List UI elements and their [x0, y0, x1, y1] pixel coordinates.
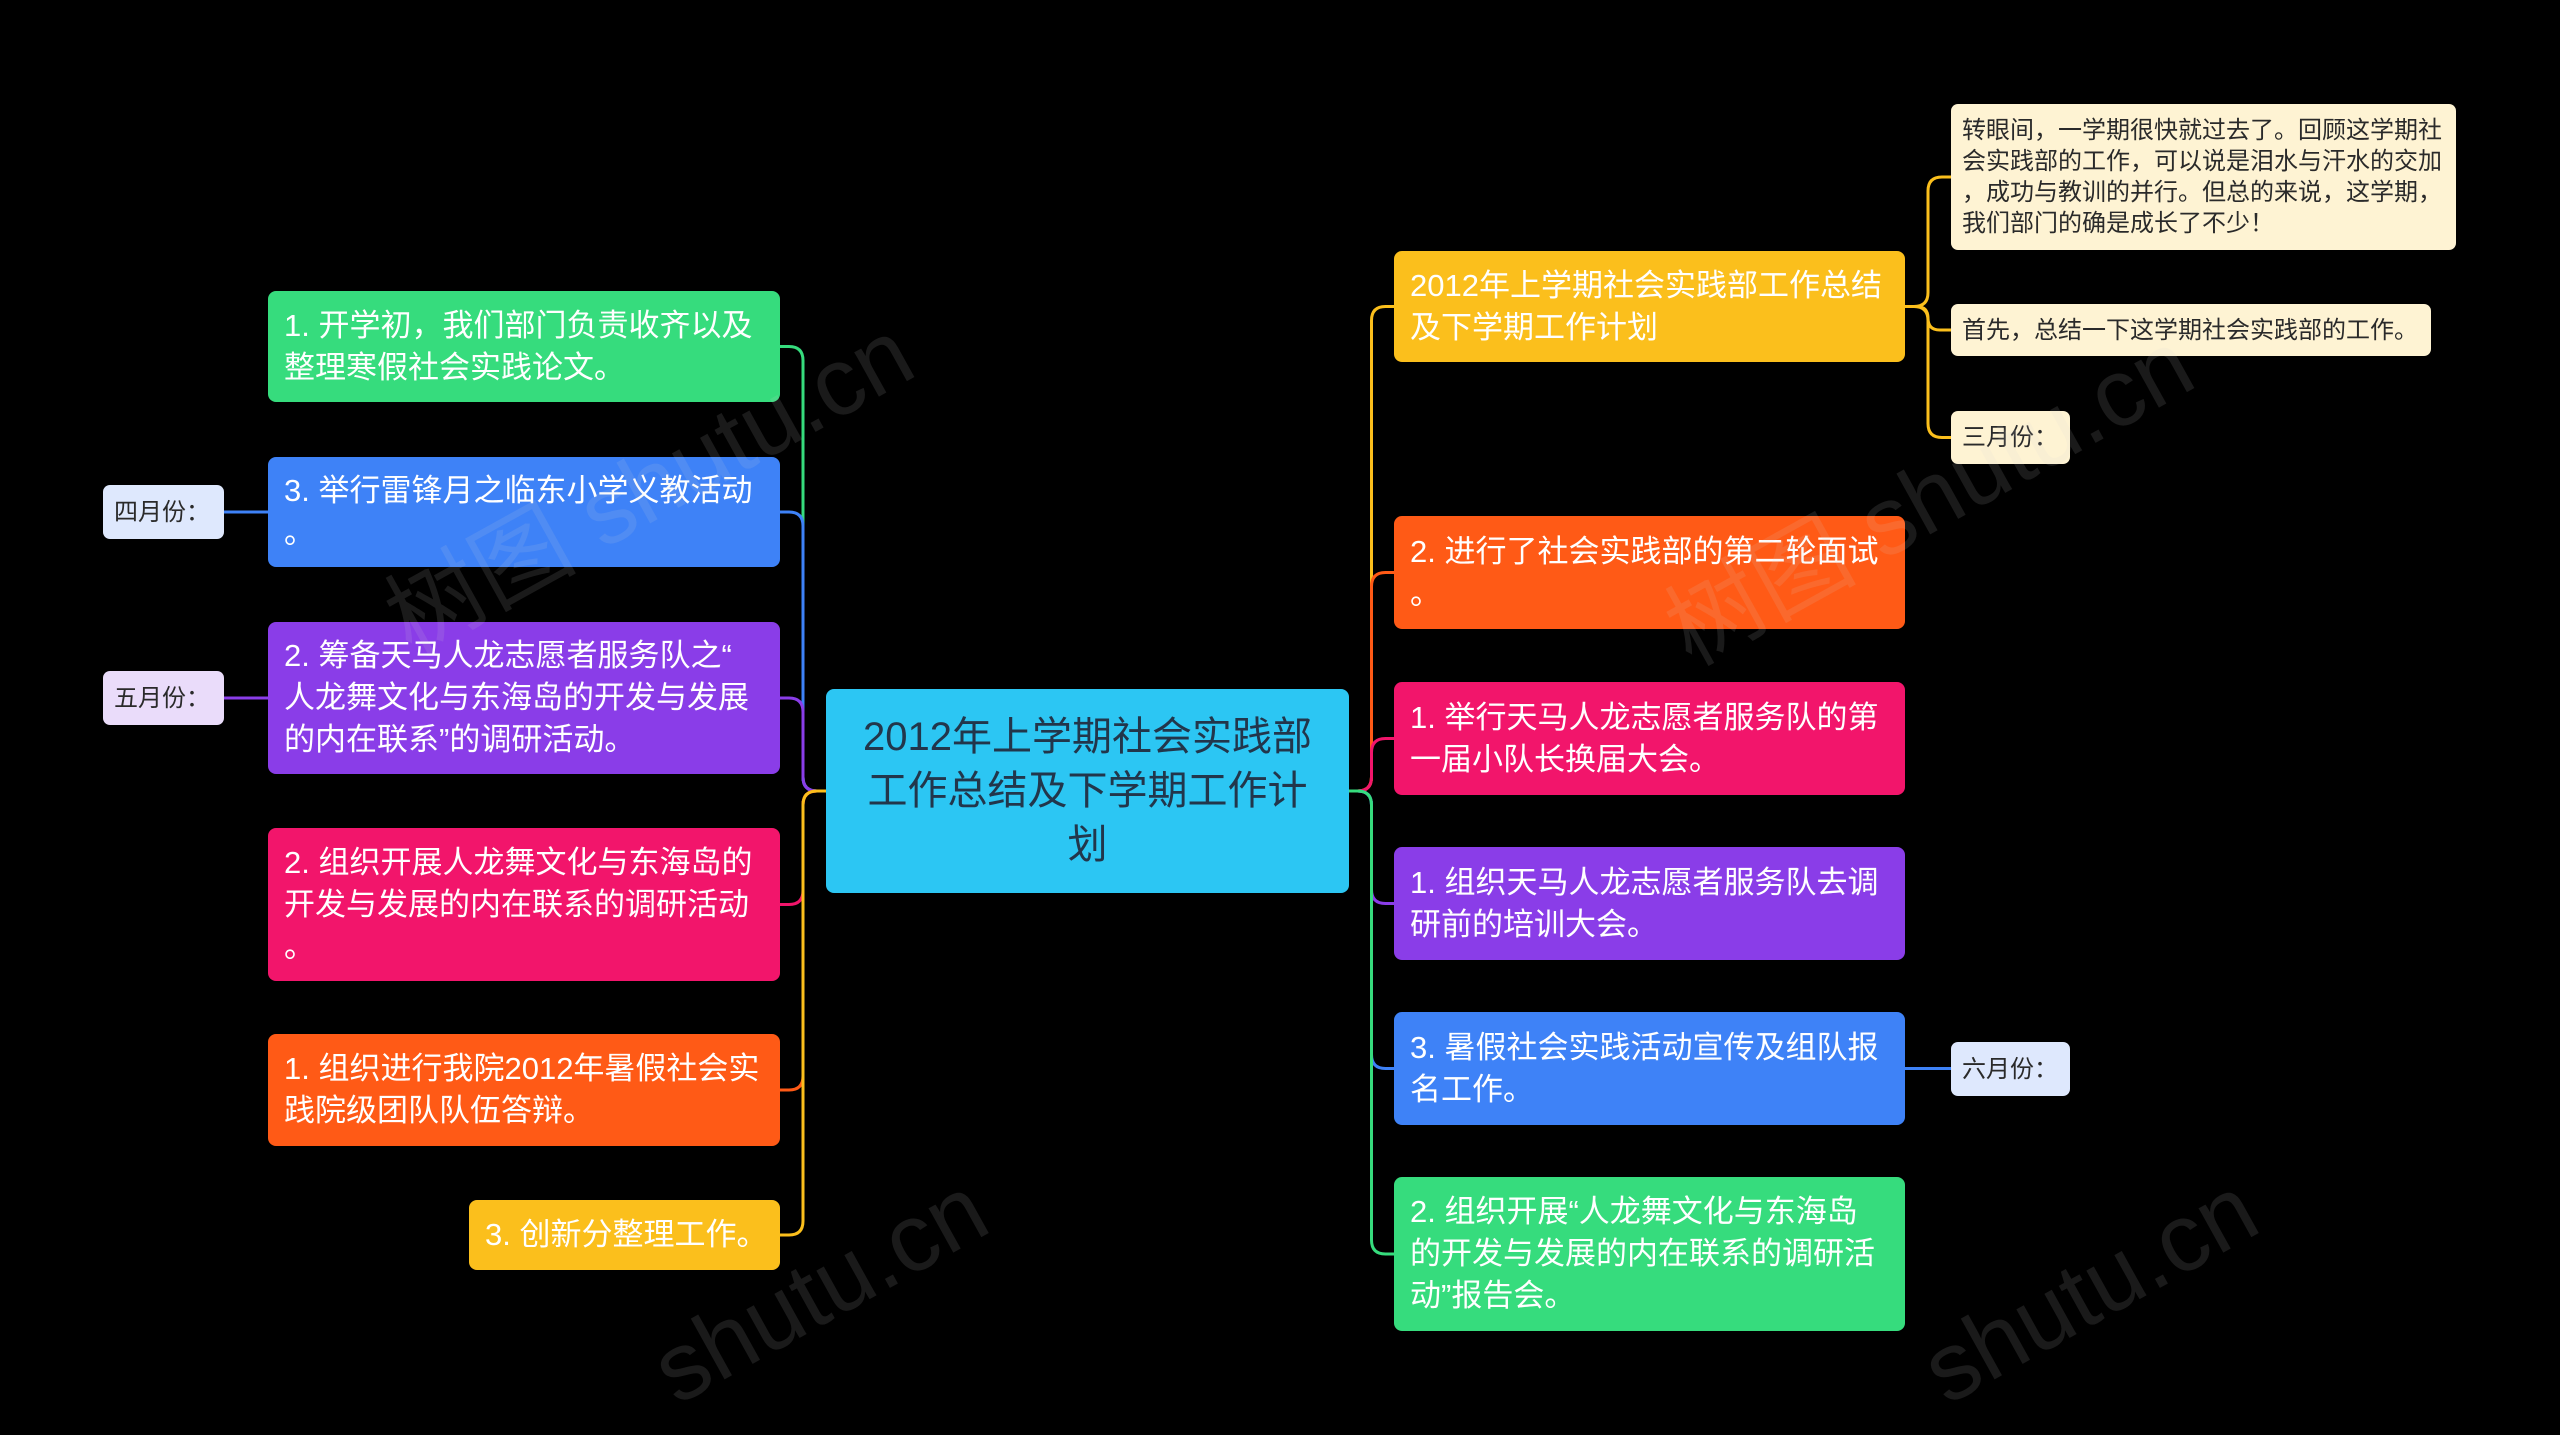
- connector-right-branch-1-to-child-3: [1903, 305, 1953, 439]
- left-child-node-may[interactable]: 五月份：: [103, 671, 224, 725]
- left-branch-node-1[interactable]: 1. 开学初，我们部门负责收齐以及 整理寒假社会实践论文。: [268, 291, 780, 402]
- connector-center-to-right-branch-3: [1347, 737, 1396, 793]
- central-topic-node[interactable]: 2012年上学期社会实践部 工作总结及下学期工作计 划: [826, 689, 1349, 893]
- right-child-node-june[interactable]: 六月份：: [1951, 1042, 2070, 1096]
- right-branch-node-6[interactable]: 2. 组织开展“人龙舞文化与东海岛 的开发与发展的内在联系的调研活 动”报告会。: [1394, 1177, 1905, 1331]
- connector-center-to-left-branch-6: [778, 789, 828, 1237]
- right-child-node-summary-first[interactable]: 首先，总结一下这学期社会实践部的工作。: [1951, 304, 2431, 356]
- right-branch-node-2[interactable]: 2. 进行了社会实践部的第二轮面试 。: [1394, 516, 1905, 629]
- right-branch-node-3[interactable]: 1. 举行天马人龙志愿者服务队的第 一届小队长换届大会。: [1394, 682, 1905, 795]
- connector-center-to-right-branch-6: [1347, 789, 1396, 1256]
- left-branch-node-4[interactable]: 2. 组织开展人龙舞文化与东海岛的 开发与发展的内在联系的调研活动 。: [268, 828, 780, 981]
- right-branch-node-5[interactable]: 3. 暑假社会实践活动宣传及组队报 名工作。: [1394, 1012, 1905, 1125]
- connector-center-to-left-branch-3: [778, 696, 828, 793]
- right-branch-node-4[interactable]: 1. 组织天马人龙志愿者服务队去调 研前的培训大会。: [1394, 847, 1905, 960]
- left-branch-node-2[interactable]: 3. 举行雷锋月之临东小学义教活动 。: [268, 457, 780, 567]
- left-branch-node-6[interactable]: 3. 创新分整理工作。: [469, 1200, 780, 1270]
- right-child-node-march[interactable]: 三月份：: [1951, 411, 2070, 464]
- right-branch-node-1[interactable]: 2012年上学期社会实践部工作总结 及下学期工作计划: [1394, 251, 1905, 362]
- left-branch-node-5[interactable]: 1. 组织进行我院2012年暑假社会实 践院级团队队伍答辩。: [268, 1034, 780, 1146]
- connector-right-branch-1-to-child-1: [1903, 175, 1953, 308]
- left-child-node-april[interactable]: 四月份：: [103, 485, 224, 539]
- left-branch-node-3[interactable]: 2. 筹备天马人龙志愿者服务队之“ 人龙舞文化与东海岛的开发与发展 的内在联系”…: [268, 622, 780, 774]
- right-child-node-summary-intro[interactable]: 转眼间，一学期很快就过去了。回顾这学期社 会实践部的工作，可以说是泪水与汗水的交…: [1951, 104, 2456, 250]
